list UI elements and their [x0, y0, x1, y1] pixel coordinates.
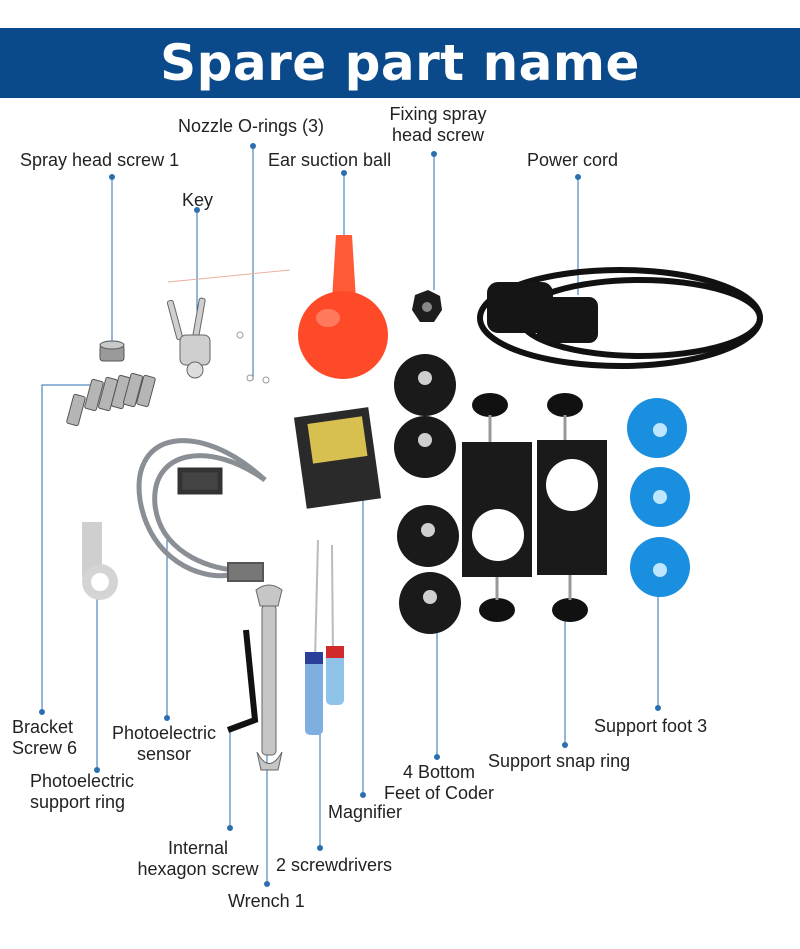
label-internal-hex-line1: Internal — [167, 838, 229, 858]
photoelectric-sensor-icon — [136, 438, 267, 582]
bottom-feet-icon — [394, 354, 461, 634]
label-internal-hex-line2: hexagon screw — [137, 859, 259, 879]
label-internal-hexagon-screw: Internal hexagon screw — [130, 838, 266, 880]
label-photoelectric-sensor: Photoelectric sensor — [104, 723, 224, 765]
label-photo-ring-line2: support ring — [30, 792, 126, 812]
label-bottom-feet-line2: Feet of Coder — [383, 783, 495, 803]
magnifier-icon — [293, 407, 382, 509]
label-bracket-line2: Screw 6 — [12, 738, 78, 758]
key-icon — [166, 297, 211, 379]
o-rings-icon — [236, 331, 270, 384]
screwdrivers-icon — [305, 539, 344, 735]
label-magnifier: Magnifier — [328, 802, 403, 822]
label-support-foot: Support foot 3 — [594, 716, 708, 736]
label-bottom-feet-line1: 4 Bottom — [402, 762, 476, 782]
label-fixing-spray-line2: head screw — [391, 125, 485, 145]
spray-head-screw-icon — [99, 340, 125, 362]
label-spray-head-screw: Spray head screw 1 — [20, 150, 180, 170]
fixing-spray-head-screw-icon — [412, 290, 442, 322]
label-power-cord: Power cord — [527, 150, 619, 170]
ear-suction-ball-icon — [298, 235, 388, 379]
label-ear-suction-ball: Ear suction ball — [268, 150, 392, 170]
leader-lines — [39, 143, 661, 887]
label-photo-sensor-line1: Photoelectric — [111, 723, 217, 743]
label-support-snap-ring: Support snap ring — [488, 751, 631, 771]
photoelectric-support-ring-icon — [82, 522, 118, 600]
label-fixing-spray-line1: Fixing spray — [389, 104, 487, 124]
label-screwdrivers: 2 screwdrivers — [276, 855, 393, 875]
label-photoelectric-support-ring: Photoelectric support ring — [30, 771, 134, 813]
label-wrench: Wrench 1 — [228, 891, 305, 911]
power-cord-icon — [477, 267, 763, 369]
title-banner: Spare part name — [0, 28, 800, 98]
label-photo-sensor-line2: sensor — [136, 744, 192, 764]
bracket-screws-icon — [66, 372, 156, 427]
label-nozzle-orings: Nozzle O-rings (3) — [178, 116, 325, 136]
label-key: Key — [182, 190, 214, 210]
page-title: Spare part name — [160, 34, 640, 92]
label-fixing-spray-head-screw: Fixing spray head screw — [378, 104, 498, 146]
label-bracket-line1: Bracket — [12, 717, 74, 737]
label-bracket-screw: Bracket Screw 6 — [12, 717, 77, 759]
support-snap-ring-icon — [462, 393, 607, 622]
label-photo-ring-line1: Photoelectric — [30, 771, 135, 791]
label-bottom-feet: 4 Bottom Feet of Coder — [378, 762, 500, 804]
support-feet-icon — [627, 398, 690, 597]
wrench-icon — [255, 584, 283, 771]
hexagon-key-icon — [226, 629, 259, 733]
